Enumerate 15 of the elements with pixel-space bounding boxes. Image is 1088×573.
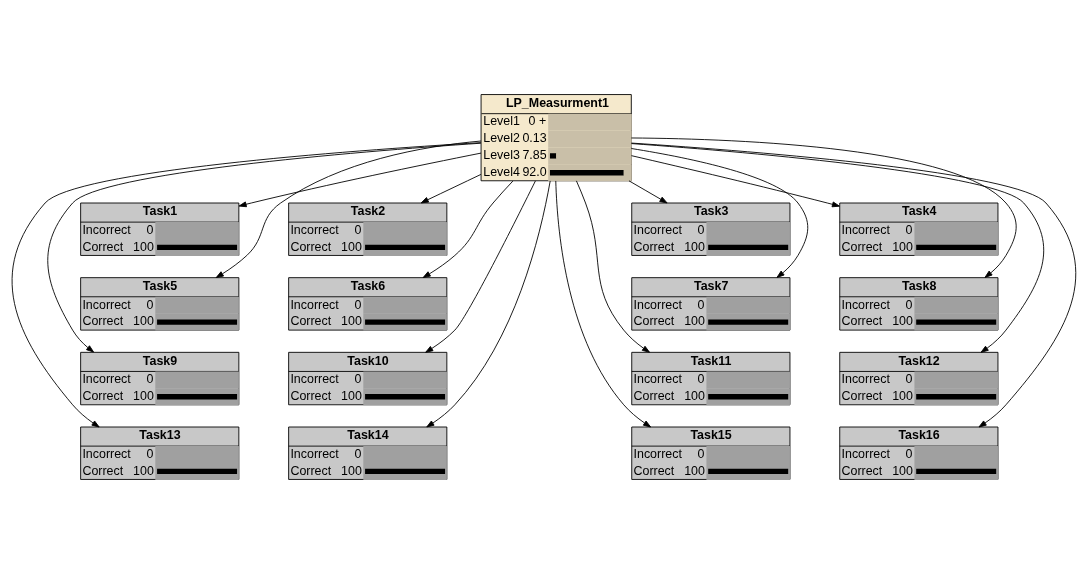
arrow <box>426 179 551 427</box>
arrow <box>630 147 809 278</box>
arrow <box>238 152 482 207</box>
arrow <box>422 180 514 278</box>
arrow <box>420 173 482 203</box>
arrow <box>631 142 1044 353</box>
arrow <box>628 179 668 203</box>
arrow <box>47 142 482 352</box>
arrow <box>11 141 482 427</box>
arrow <box>631 154 840 207</box>
arrow <box>575 179 650 353</box>
arrow <box>630 137 1017 278</box>
arrow <box>215 140 482 278</box>
arrow <box>425 179 536 353</box>
arrow <box>555 180 652 427</box>
